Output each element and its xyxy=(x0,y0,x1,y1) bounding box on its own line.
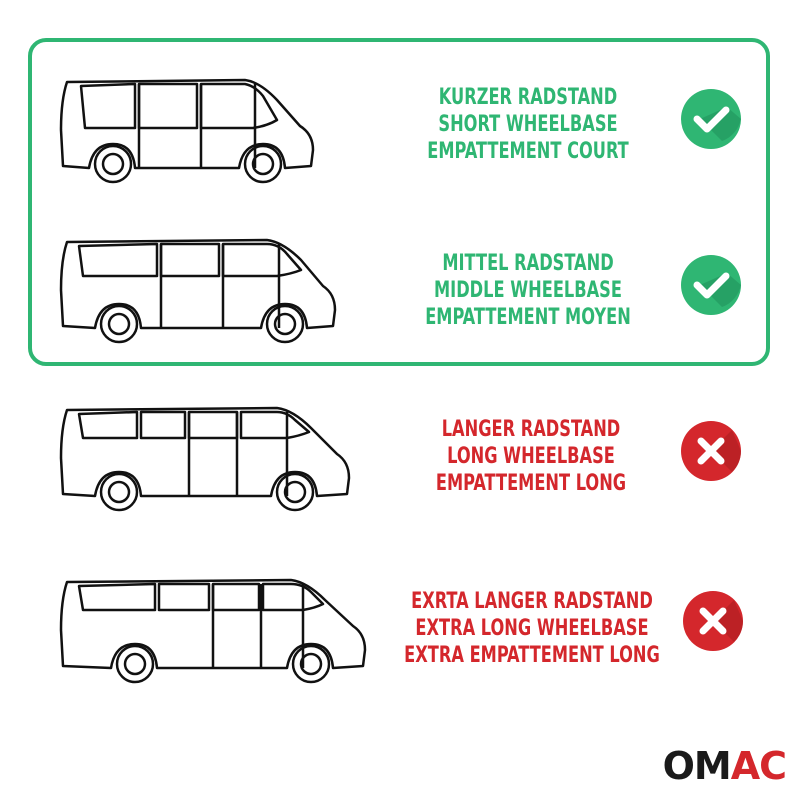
check-circle-icon xyxy=(681,255,741,315)
cross-circle-icon xyxy=(681,421,741,481)
check-circle-icon xyxy=(681,89,741,149)
compatible-group-frame xyxy=(28,38,770,366)
label-line-en: EXTRA LONG WHEELBASE xyxy=(415,616,649,641)
label-line-fr: EMPATTEMENT LONG xyxy=(435,471,627,496)
label-line-de: LANGER RADSTAND xyxy=(441,417,621,442)
logo-text-accent: AC xyxy=(730,744,787,788)
label-line-de: EXRTA LANGER RADSTAND xyxy=(411,589,653,614)
van-short-wheelbase-icon xyxy=(59,78,315,184)
label-line-de: MITTEL RADSTAND xyxy=(442,251,614,276)
logo-text-dark: OM xyxy=(662,744,732,788)
label-line-de: KURZER RADSTAND xyxy=(438,85,618,110)
wheelbase-label-middle: MITTEL RADSTAND MIDDLE WHEELBASE EMPATTE… xyxy=(397,250,659,331)
van-extra-long-wheelbase-icon xyxy=(59,578,367,684)
van-long-wheelbase-icon xyxy=(59,406,351,512)
label-line-en: LONG WHEELBASE xyxy=(447,444,615,469)
label-line-en: MIDDLE WHEELBASE xyxy=(434,278,622,303)
label-line-fr: EMPATTEMENT MOYEN xyxy=(425,305,631,330)
label-line-en: SHORT WHEELBASE xyxy=(438,112,618,137)
wheelbase-label-extra-long: EXRTA LANGER RADSTAND EXTRA LONG WHEELBA… xyxy=(401,588,663,669)
van-middle-wheelbase-icon xyxy=(59,238,337,344)
wheelbase-label-short: KURZER RADSTAND SHORT WHEELBASE EMPATTEM… xyxy=(397,84,659,165)
wheelbase-label-long: LANGER RADSTAND LONG WHEELBASE EMPATTEME… xyxy=(400,416,662,497)
cross-circle-icon xyxy=(683,591,743,651)
label-line-fr: EXTRA EMPATTEMENT LONG xyxy=(404,643,660,668)
label-line-fr: EMPATTEMENT COURT xyxy=(427,139,629,164)
